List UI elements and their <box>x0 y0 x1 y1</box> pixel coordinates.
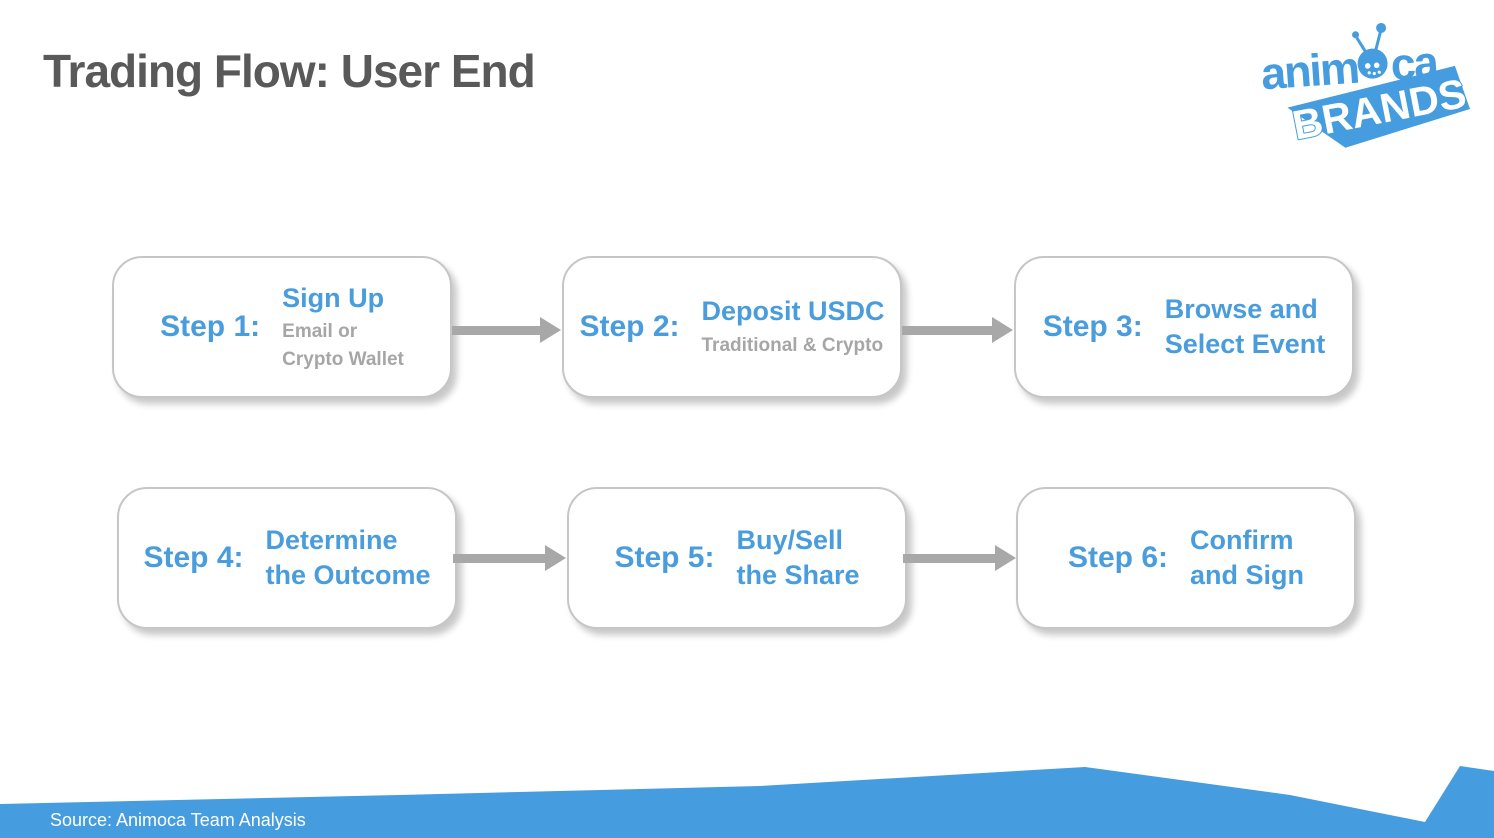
step-title-line: and Sign <box>1190 560 1305 590</box>
step-title-line: Buy/Sell <box>736 525 844 556</box>
step-subtitle-line: Email or <box>282 321 358 343</box>
flow-arrow-1-icon <box>452 317 561 343</box>
step-text: Sign Up Email or Crypto Wallet <box>282 281 404 374</box>
flow-arrow-2-icon <box>902 317 1013 343</box>
step-box-4: Step 4: Determine the Outcome <box>117 487 457 629</box>
step-title: Deposit USDC <box>702 294 885 329</box>
flow-arrow-4-icon <box>903 545 1016 571</box>
logo-flag-shape <box>1287 65 1470 148</box>
step-title-line: Sign Up <box>282 282 385 313</box>
step-text: Deposit USDC Traditional & Crypto <box>702 294 885 359</box>
step-subtitle: Email or Crypto Wallet <box>282 318 404 373</box>
step-title-line: the Outcome <box>265 560 431 590</box>
step-label: Step 1: <box>160 310 261 343</box>
step-text: Browse and Select Event <box>1165 292 1326 361</box>
page-title: Trading Flow: User End <box>43 45 536 97</box>
source-attribution: Source: Animoca Team Analysis <box>50 810 306 830</box>
step-title-line: Determine <box>265 525 398 556</box>
step-label: Step 4: <box>143 541 244 574</box>
step-title: Determine the Outcome <box>266 523 431 592</box>
flow-arrow-3-icon <box>453 545 566 571</box>
step-title-line: Select Event <box>1164 329 1326 359</box>
step-text: Determine the Outcome <box>266 523 431 592</box>
step-text: Buy/Sell the Share <box>736 523 859 592</box>
step-title-line: Confirm <box>1190 525 1294 556</box>
step-label: Step 5: <box>614 541 715 574</box>
step-title-line: Deposit USDC <box>701 296 885 327</box>
step-box-1: Step 1: Sign Up Email or Crypto Wallet <box>112 256 452 398</box>
step-title-line: the Share <box>736 560 860 590</box>
step-title: Buy/Sell the Share <box>736 523 859 592</box>
bottom-band-shape <box>0 766 1494 838</box>
step-label: Step 2: <box>579 310 680 343</box>
step-title: Sign Up <box>282 281 404 316</box>
step-title: Browse and Select Event <box>1165 292 1326 361</box>
animoca-brands-logo-svg: anim ca BRANDS <box>1259 22 1471 150</box>
step-label: Step 3: <box>1042 310 1143 343</box>
animoca-mascot-icon <box>1352 22 1388 79</box>
step-box-6: Step 6: Confirm and Sign <box>1016 487 1356 629</box>
step-subtitle-line: Traditional & Crypto <box>701 335 884 356</box>
step-title: Confirm and Sign <box>1190 523 1304 592</box>
step-box-2: Step 2: Deposit USDC Traditional & Crypt… <box>562 256 902 398</box>
logo-text-ca: ca <box>1389 36 1441 90</box>
logo-text-anim: anim <box>1259 42 1359 100</box>
step-text: Confirm and Sign <box>1190 523 1304 592</box>
step-title-line: Browse and <box>1164 294 1318 325</box>
animoca-brands-logo: anim ca BRANDS <box>1256 14 1484 156</box>
step-label: Step 6: <box>1067 541 1169 574</box>
step-subtitle-line: Crypto Wallet <box>282 348 404 370</box>
step-box-3: Step 3: Browse and Select Event <box>1014 256 1354 398</box>
step-subtitle: Traditional & Crypto <box>702 332 885 360</box>
step-box-5: Step 5: Buy/Sell the Share <box>567 487 907 629</box>
